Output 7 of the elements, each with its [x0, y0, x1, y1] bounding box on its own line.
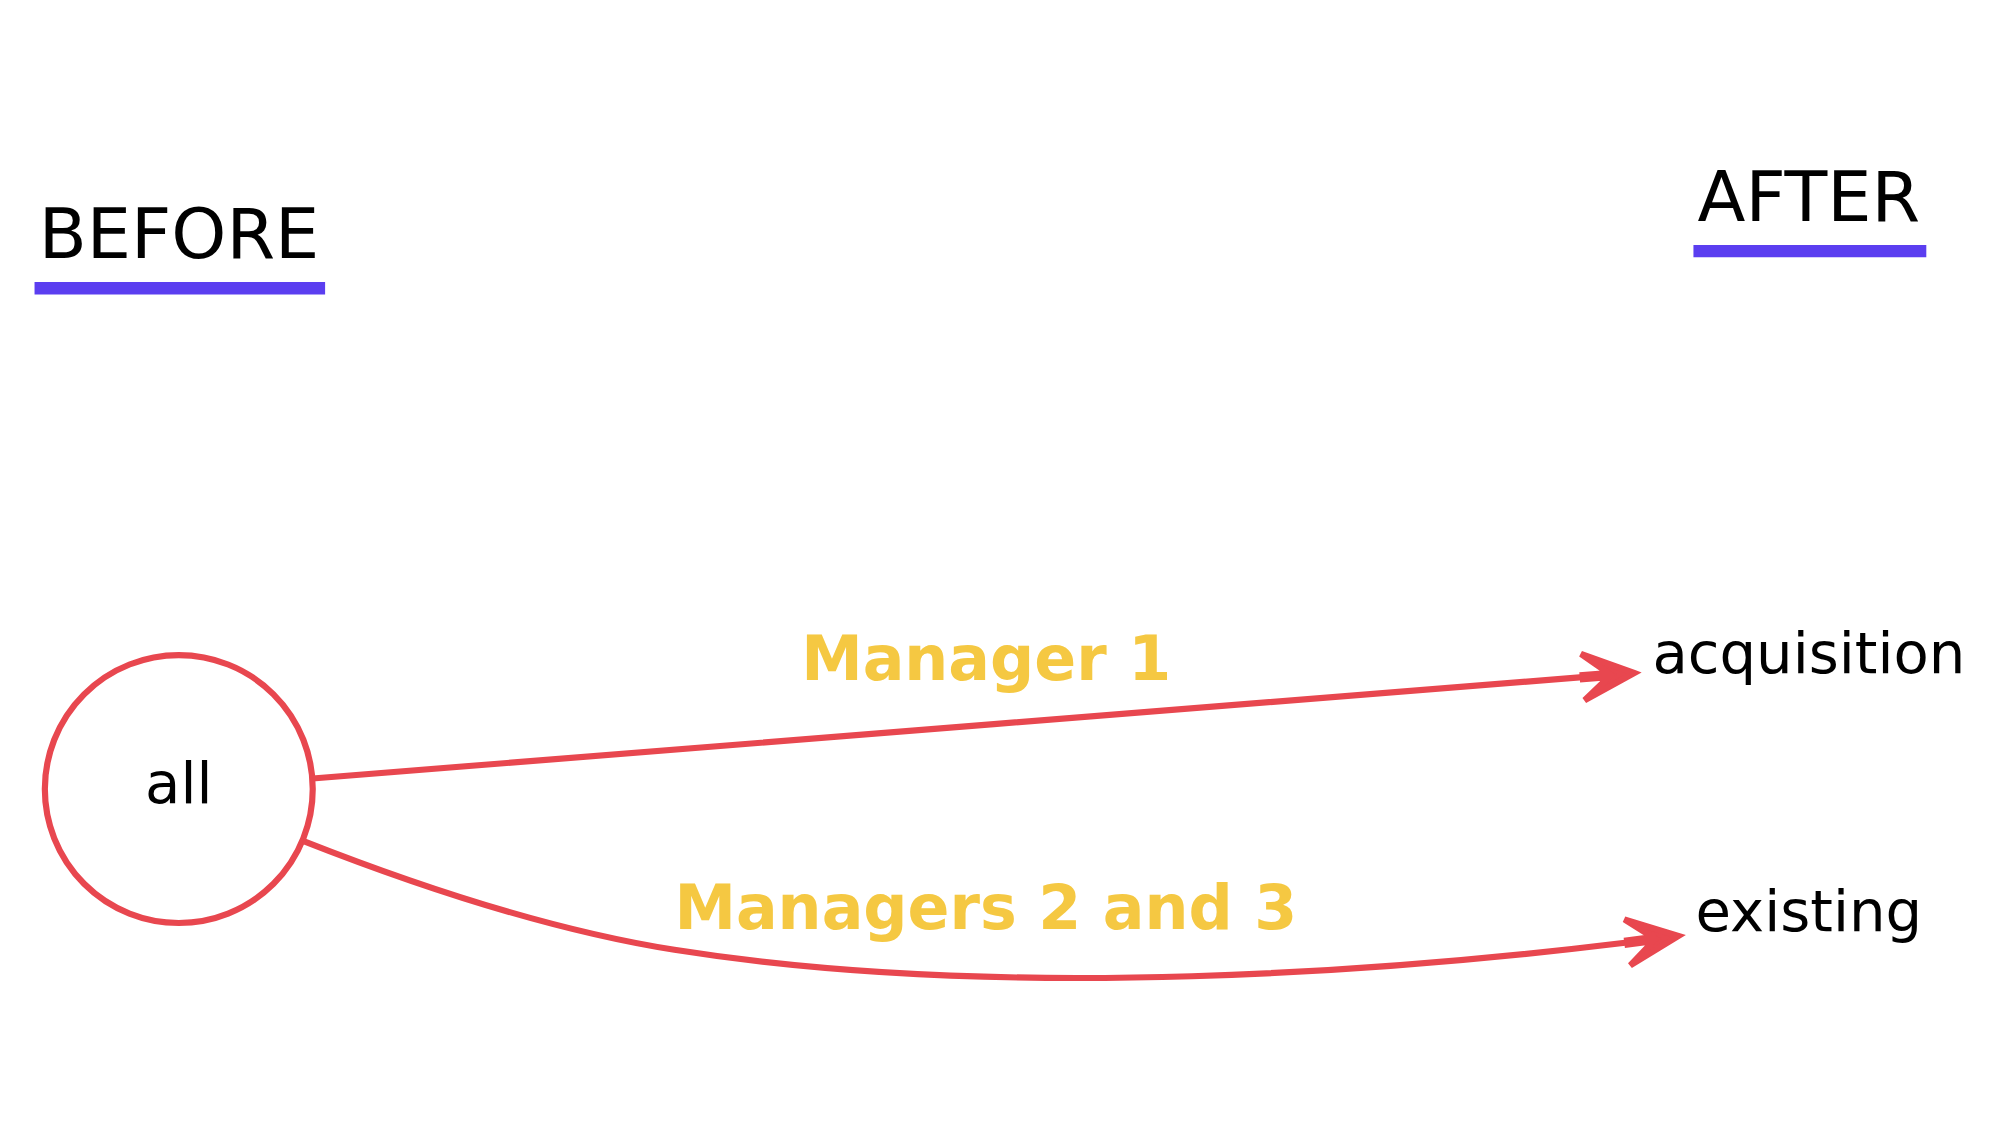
label: BEFORE [38, 192, 320, 275]
label: AFTER [1697, 155, 1921, 238]
node-circle: all [41, 652, 316, 927]
node-text: existing [1695, 877, 1923, 946]
edge-label: Managers 2 and 3 [674, 872, 1298, 945]
edge-label: Manager 1 [801, 622, 1172, 695]
node-text: acquisition [1652, 619, 1966, 688]
